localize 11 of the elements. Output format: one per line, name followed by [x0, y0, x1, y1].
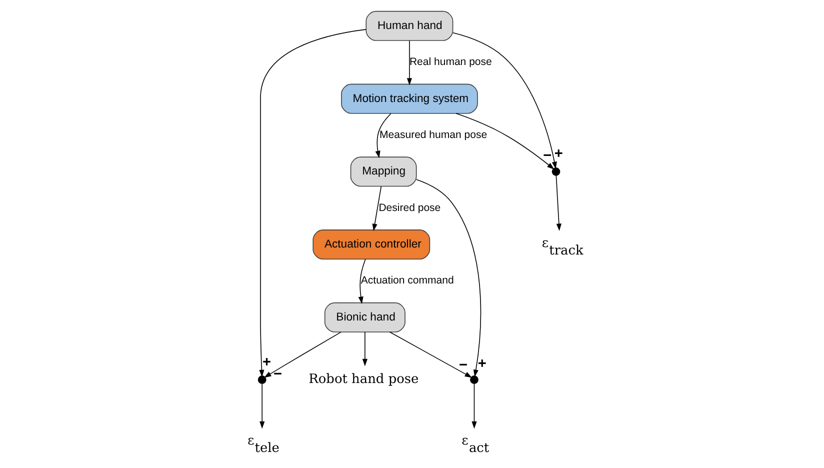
edge-label: Desired pose [378, 202, 440, 214]
node-text: Robot hand pose [308, 372, 418, 387]
edge-label: + [554, 146, 562, 162]
edge-label: − [458, 357, 467, 374]
edge-label: − [542, 148, 552, 164]
edge-label: Real human pose [408, 56, 492, 68]
edge-label: − [272, 366, 282, 382]
edge-label: + [477, 356, 486, 372]
edge-label: Measured human pose [379, 128, 487, 141]
edge-label: Actuation command [360, 274, 454, 287]
edge-label: + [262, 354, 270, 371]
